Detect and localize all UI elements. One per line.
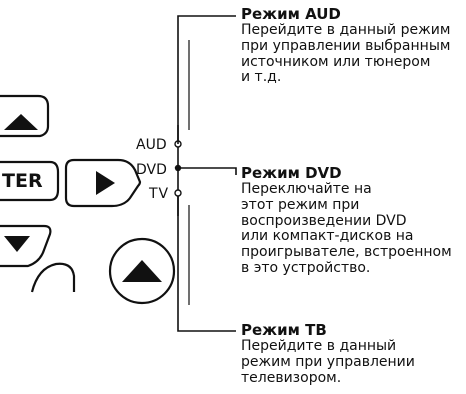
remote-round-button[interactable] [30,262,76,293]
triangle-up-icon [4,114,38,130]
triangle-up-icon [122,260,162,282]
remote-right-button[interactable] [64,158,142,208]
connector-lines [177,15,237,332]
mode-dvd-title: Режим DVD [241,164,342,182]
mode-dvd-description: Переключайте на этот режим при воспроизв… [241,181,452,276]
mode-aud-title: Режим AUD [241,5,341,23]
switch-label-tv: TV [149,186,170,202]
remote-circle-up-button[interactable] [108,237,176,305]
remote-down-button[interactable] [0,224,52,268]
remote-enter-button[interactable] [0,160,60,202]
mode-aud-block: Режим AUD Перейдите в данный режим при у… [241,5,466,86]
mode-dvd-block: Режим DVD Переключайте на этот режим при… [241,164,466,277]
remote-up-button[interactable] [0,94,50,138]
triangle-right-icon [96,171,115,195]
switch-label-aud: AUD [136,137,167,153]
mode-aud-description: Перейдите в данный режим при управлении … [241,22,451,86]
enter-button-label: TER [2,170,43,192]
triangle-down-icon [4,236,30,252]
switch-position-tv [174,189,182,197]
switch-position-dvd [174,164,182,172]
mode-tv-title: Режим ТВ [241,321,327,339]
mode-tv-block: Режим ТВ Перейдите в данный режим при уп… [241,321,466,386]
mode-tv-description: Перейдите в данный режим при управлении … [241,338,415,386]
switch-label-dvd: DVD [136,162,167,178]
